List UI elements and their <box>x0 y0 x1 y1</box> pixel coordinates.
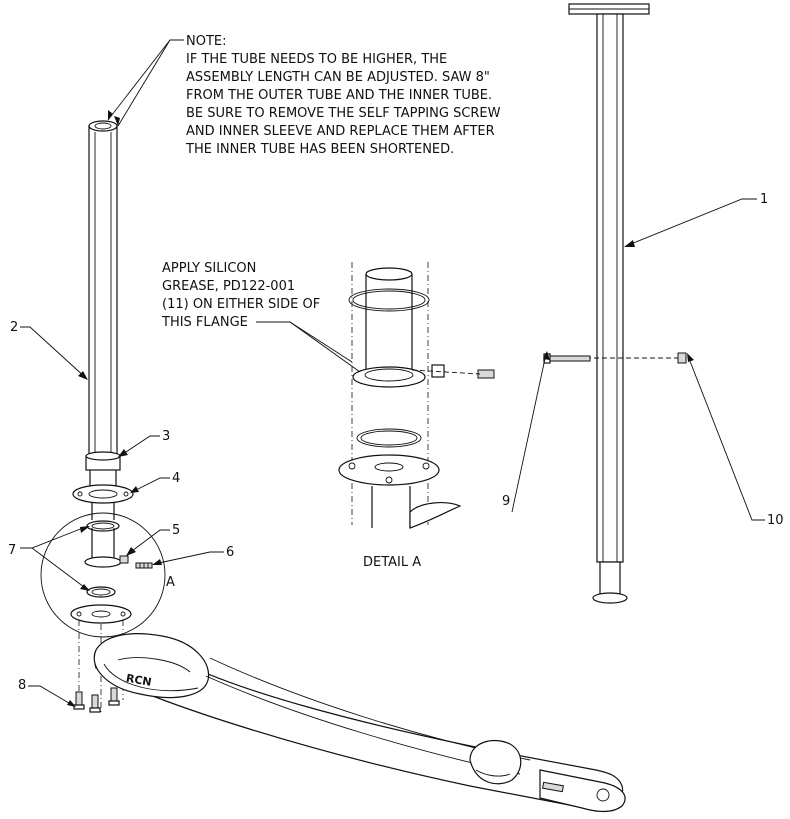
grease-note-line: APPLY SILICON <box>162 261 256 276</box>
detail-a-title: DETAIL A <box>363 555 421 570</box>
callout-9: 9 <box>502 494 510 509</box>
callout-6: 6 <box>226 545 234 560</box>
grease-leader <box>256 321 361 373</box>
note-line: THE INNER TUBE HAS BEEN SHORTENED. <box>185 142 454 157</box>
note-line: AND INNER SLEEVE AND REPLACE THEM AFTER <box>186 124 495 139</box>
self-tapping-screw-part-9 <box>543 353 591 364</box>
callout-2: 2 <box>10 320 18 335</box>
tall-tube-part-1 <box>546 3 685 604</box>
note-line: FROM THE OUTER TUBE AND THE INNER TUBE. <box>186 88 492 103</box>
base-flange <box>70 604 132 624</box>
callout-8: 8 <box>18 678 26 693</box>
callout-7: 7 <box>8 543 16 558</box>
set-screw-part-5 <box>119 555 129 564</box>
detail-o-ring <box>348 288 430 312</box>
o-ring-part-7 <box>84 520 122 598</box>
callout-3: 3 <box>162 429 170 444</box>
end-cap-part-10 <box>677 352 687 364</box>
callouts: 1 2 3 4 5 6 7 8 9 1 <box>8 192 784 707</box>
callout-10: 10 <box>767 513 784 528</box>
note-title: NOTE: <box>186 34 227 49</box>
note-leader <box>117 39 184 127</box>
collar-part-3 <box>85 451 121 488</box>
grease-note: APPLY SILICON GREASE, PD122-001 (11) ON … <box>161 261 361 373</box>
tube-assembly-part-2 <box>88 120 118 458</box>
grease-note-line: THIS FLANGE <box>161 315 248 330</box>
flange-part-4 <box>72 484 134 520</box>
note-line: ASSEMBLY LENGTH CAN BE ADJUSTED. SAW 8" <box>186 70 490 85</box>
note-leader <box>107 39 171 121</box>
note-block: NOTE: IF THE TUBE NEEDS TO BE HIGHER, TH… <box>107 34 501 157</box>
callout-1: 1 <box>760 192 768 207</box>
outer-tube <box>596 13 624 563</box>
bottom-flange <box>592 592 628 604</box>
note-line: IF THE TUBE NEEDS TO BE HIGHER, THE <box>186 52 447 67</box>
bolt-part-8 <box>73 687 120 713</box>
callout-5: 5 <box>172 523 180 538</box>
note-line: BE SURE TO REMOVE THE SELF TAPPING SCREW <box>186 106 501 121</box>
grease-note-line: GREASE, PD122-001 <box>162 279 295 294</box>
detail-flange <box>352 366 426 388</box>
leader-arrowhead <box>114 116 120 126</box>
detail-marker: A <box>166 575 175 590</box>
callout-4: 4 <box>172 471 180 486</box>
leader-arrowhead <box>108 110 113 120</box>
detail-a-circle <box>40 512 166 638</box>
inner-tube <box>599 561 621 597</box>
tube-top-opening <box>88 120 118 132</box>
grease-leader <box>289 321 353 363</box>
detail-tube-top <box>365 267 413 281</box>
arm-logo: RCN <box>125 672 153 689</box>
screw-part-6 <box>135 562 153 569</box>
detail-a-view <box>338 262 495 529</box>
detail-base-plate <box>338 454 440 486</box>
swing-arm: RCN <box>93 633 626 813</box>
detail-screw <box>477 369 495 379</box>
detail-sleeve <box>431 364 445 378</box>
grease-note-line: (11) ON EITHER SIDE OF <box>162 297 320 312</box>
